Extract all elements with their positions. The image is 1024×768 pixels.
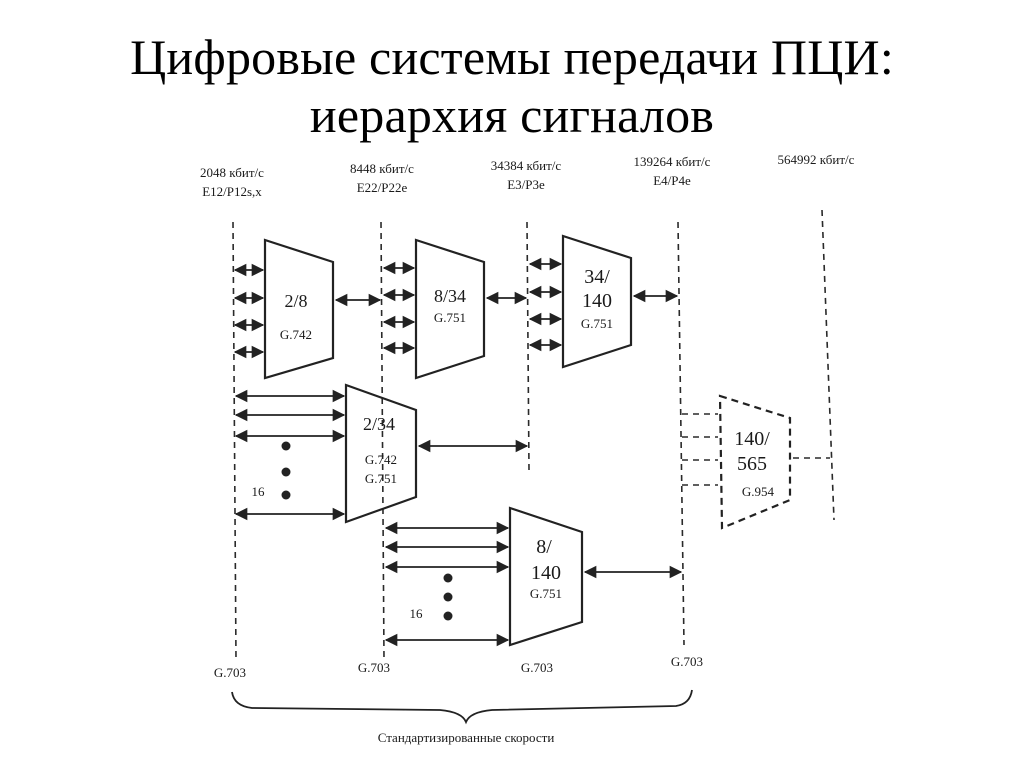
level-4-name: E4/P4e [653,173,691,188]
mux-140-565-standard: G.954 [742,484,775,499]
g703-label-2: G.703 [358,660,390,675]
mux-34-140-standard: G.751 [581,316,613,331]
level-3-rate: 34384 кбит/с [491,158,562,173]
g703-label-3: G.703 [521,660,553,675]
dot-ellipsis-icon [281,467,291,477]
mux-2-34: 2/34 G.742 G.751 16 [234,383,529,524]
level-3-name: E3/P3e [507,177,545,192]
mux-8-34-body [414,238,486,380]
level-2-name: E22/P22e [357,180,408,195]
mux-8-140-line1: 8/ [536,536,552,558]
level-5-line [821,209,835,521]
level-dashed-lines [232,209,835,661]
mux-34-140: 34/ 140 G.751 [528,234,679,369]
mux-8-34-label: 8/34 [434,286,466,306]
footer-label: Стандартизированные скорости [378,730,555,745]
mux-2-8-body [263,238,335,380]
level-1-rate: 2048 кбит/с [200,165,264,180]
dot-ellipsis-icon [281,441,291,451]
mux-34-140-line1: 34/ [584,266,610,288]
brace-bottom-icon [231,689,693,725]
level-4-line [677,221,685,646]
slide-title: Цифровые системы передачи ПЦИ: иерархия … [0,28,1024,144]
mux-140-565: 140/ 565 G.954 [682,394,830,530]
mux-140-565-body [718,394,792,530]
mux-8-34-standard: G.751 [434,310,466,325]
mux-8-140-line2: 140 [531,562,561,584]
mux-8-140-count: 16 [410,606,424,621]
mux-2-34-label: 2/34 [363,414,395,434]
mux-2-34-standard-2: G.751 [365,471,397,486]
mux-140-565-line2: 565 [737,453,767,475]
mux-2-34-body [344,383,418,524]
mux-34-140-body [561,234,633,369]
dot-ellipsis-icon [443,573,453,583]
g703-label-4: G.703 [671,654,703,669]
mux-8-140-standard: G.751 [530,586,562,601]
dot-ellipsis-icon [443,592,453,602]
mux-2-34-count: 16 [252,484,266,499]
interface-labels: G.703 G.703 G.703 G.703 [214,654,703,680]
mux-8-140: 8/ 140 G.751 16 [384,506,683,647]
level-5-rate: 564992 кбит/с [778,152,855,167]
level-2-rate: 8448 кбит/с [350,161,414,176]
mux-8-34: 8/34 G.751 [382,238,528,380]
mux-140-565-line1: 140/ [734,428,770,450]
g703-label-1: G.703 [214,665,246,680]
mux-34-140-line2: 140 [582,290,612,312]
dot-ellipsis-icon [443,611,453,621]
level-4-rate: 139264 кбит/с [634,154,711,169]
mux-2-8-label: 2/8 [284,291,307,311]
mux-8-140-body [508,506,584,647]
mux-2-8: 2/8 G.742 [233,238,382,380]
level-2-line [380,221,385,661]
mux-2-8-standard: G.742 [280,327,312,342]
level-labels: 2048 кбит/с E12/P12s,x 8448 кбит/с E22/P… [200,152,855,199]
title-line-1: Цифровые системы передачи ПЦИ: [130,29,894,85]
level-1-line [232,221,237,661]
level-3-line [526,221,530,471]
mux-2-34-standard-1: G.742 [365,452,397,467]
title-line-2: иерархия сигналов [309,87,715,143]
dot-ellipsis-icon [281,490,291,500]
level-1-name: E12/P12s,x [202,184,262,199]
